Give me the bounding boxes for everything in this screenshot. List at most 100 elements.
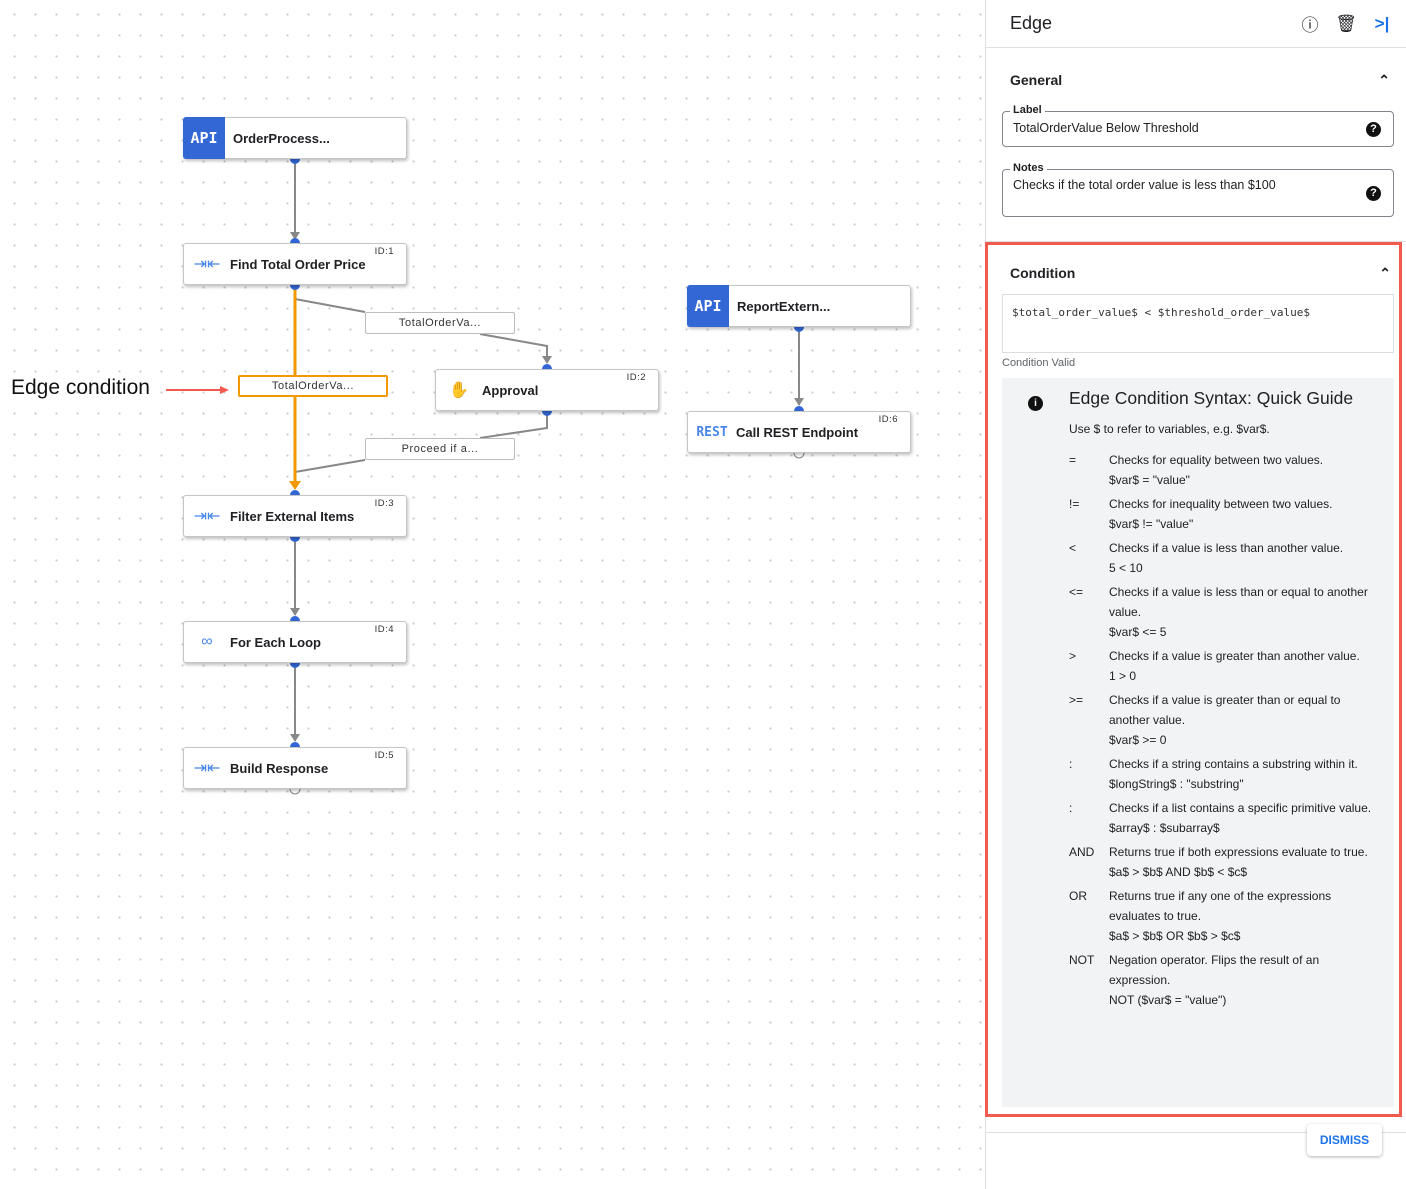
notes-value[interactable]: Checks if the total order value is less …: [1013, 178, 1276, 192]
operator: <=: [1069, 585, 1084, 599]
merge-arrows-icon: ⇥⇤: [193, 760, 221, 777]
operator-description: Checks if a value is less than another v…: [1109, 541, 1344, 555]
guide-row: > Checks if a value is greater than anot…: [1002, 646, 1394, 686]
operator: OR: [1069, 889, 1087, 903]
guide-title: Edge Condition Syntax: Quick Guide: [1069, 388, 1354, 408]
edge-label[interactable]: TotalOrderVa...: [365, 312, 515, 334]
operator: NOT: [1069, 953, 1095, 967]
help-circle-icon[interactable]: ?: [1366, 122, 1381, 137]
node-title: Filter External Items: [230, 508, 355, 524]
edge-properties-panel: Edge ⓘ 🗑 >| General ⌃ Label TotalOrderVa…: [985, 0, 1406, 1189]
condition-input[interactable]: $total_order_value$ < $threshold_order_v…: [1002, 294, 1394, 353]
operator-description: Checks for equality between two values.: [1109, 453, 1324, 467]
quick-guide: i Edge Condition Syntax: Quick Guide Use…: [1002, 378, 1394, 1107]
guide-row: OR Returns true if any one of the expres…: [1002, 886, 1394, 946]
operator: >=: [1069, 693, 1084, 707]
operator-example: 5 < 10: [1109, 561, 1143, 575]
node-approval[interactable]: ✋ Approval ID:2: [435, 369, 659, 411]
edge-label[interactable]: Proceed if a...: [365, 438, 515, 460]
node-title: For Each Loop: [230, 634, 321, 650]
operator-description: Checks for inequality between two values…: [1109, 497, 1333, 511]
node-order-process[interactable]: API OrderProcess...: [183, 117, 407, 159]
node-id: ID:1: [374, 246, 394, 257]
panel-header: Edge ⓘ 🗑 >|: [986, 0, 1406, 48]
api-icon: API: [687, 285, 729, 327]
guide-row: != Checks for inequality between two val…: [1002, 494, 1394, 534]
node-id: ID:6: [878, 414, 898, 425]
node-call-rest-endpoint[interactable]: REST Call REST Endpoint ID:6: [687, 411, 911, 453]
chevron-up-icon[interactable]: ⌃: [1379, 265, 1391, 281]
node-for-each-loop[interactable]: ∞ For Each Loop ID:4: [183, 621, 407, 663]
operator: =: [1069, 453, 1077, 467]
guide-row: >= Checks if a value is greater than or …: [1002, 690, 1394, 750]
node-title: Find Total Order Price: [230, 256, 366, 272]
general-section-header[interactable]: General ⌃: [986, 72, 1406, 89]
api-icon: API: [183, 117, 225, 159]
node-find-total-order-price[interactable]: ⇥⇤ Find Total Order Price ID:1: [183, 243, 407, 285]
edge-approval-filter: [294, 411, 548, 473]
operator: !=: [1069, 497, 1080, 511]
edge-label-selected[interactable]: TotalOrderVa...: [238, 375, 388, 397]
node-id: ID:4: [374, 624, 394, 635]
hand-icon: ✋: [449, 382, 469, 399]
node-report-extern[interactable]: API ReportExtern...: [687, 285, 911, 327]
node-title: Approval: [482, 382, 539, 398]
node-build-response[interactable]: ⇥⇤ Build Response ID:5: [183, 747, 407, 789]
label-value[interactable]: TotalOrderValue Below Threshold: [1013, 121, 1199, 135]
collapse-panel-icon[interactable]: >|: [1374, 13, 1390, 33]
guide-subtitle: Use $ to refer to variables, e.g. $var$.: [1069, 422, 1270, 436]
operator-example: $longString$ : "substring": [1109, 777, 1244, 791]
delete-icon[interactable]: 🗑: [1335, 13, 1357, 33]
flow-canvas[interactable]: API OrderProcess... ⇥⇤ Find Total Order …: [0, 0, 985, 1189]
node-title: OrderProcess...: [233, 130, 330, 146]
rest-icon: REST: [696, 424, 728, 440]
label-legend: Label: [1010, 104, 1045, 116]
node-title: ReportExtern...: [737, 298, 831, 314]
node-filter-external-items[interactable]: ⇥⇤ Filter External Items ID:3: [183, 495, 407, 537]
operator-example: $var$ <= 5: [1109, 625, 1167, 639]
info-icon: i: [1028, 396, 1043, 411]
operator: >: [1069, 649, 1077, 663]
general-title: General: [1010, 72, 1063, 88]
node-id: ID:2: [626, 372, 646, 383]
dismiss-button[interactable]: DISMISS: [1307, 1124, 1382, 1156]
operator-description: Checks if a value is less than or equal …: [1109, 585, 1368, 619]
operator: AND: [1069, 845, 1095, 859]
operator-description: Checks if a list contains a specific pri…: [1109, 801, 1372, 815]
condition-title: Condition: [1010, 265, 1076, 281]
guide-row: <= Checks if a value is less than or equ…: [1002, 582, 1394, 642]
panel-title: Edge: [1010, 13, 1053, 33]
node-title: Build Response: [230, 760, 329, 776]
operator-example: $array$ : $subarray$: [1109, 821, 1220, 835]
operator-description: Checks if a value is greater than anothe…: [1109, 649, 1360, 663]
chevron-up-icon[interactable]: ⌃: [1378, 72, 1390, 88]
operator-example: $var$ = "value": [1109, 473, 1190, 487]
node-id: ID:5: [374, 750, 394, 761]
operator-example: $a$ > $b$ AND $b$ < $c$: [1109, 865, 1248, 879]
annotation-edge-condition: Edge condition: [11, 376, 150, 399]
guide-row: AND Returns true if both expressions eva…: [1002, 842, 1394, 882]
merge-arrows-icon: ⇥⇤: [193, 256, 221, 273]
infinity-loop-icon: ∞: [201, 633, 213, 650]
operator: :: [1069, 757, 1073, 771]
operator-description: Negation operator. Flips the result of a…: [1109, 953, 1320, 987]
help-icon[interactable]: ⓘ: [1301, 16, 1319, 35]
notes-legend: Notes: [1010, 162, 1047, 174]
condition-section-header[interactable]: Condition ⌃: [986, 265, 1406, 282]
operator-example: 1 > 0: [1109, 669, 1137, 683]
node-title: Call REST Endpoint: [736, 424, 859, 440]
operator-description: Checks if a value is greater than or equ…: [1109, 693, 1341, 727]
operator-example: NOT ($var$ = "value"): [1109, 993, 1227, 1007]
operator-description: Returns true if both expressions evaluat…: [1109, 845, 1368, 859]
merge-arrows-icon: ⇥⇤: [193, 508, 221, 525]
operator: <: [1069, 541, 1077, 555]
operator-example: $var$ >= 0: [1109, 733, 1167, 747]
operator-description: Returns true if any one of the expressio…: [1109, 889, 1332, 923]
operator-example: $a$ > $b$ OR $b$ > $c$: [1109, 929, 1241, 943]
notes-field[interactable]: Notes Checks if the total order value is…: [1002, 162, 1394, 217]
guide-row: < Checks if a value is less than another…: [1002, 538, 1394, 578]
label-field[interactable]: Label TotalOrderValue Below Threshold ?: [1002, 104, 1394, 147]
node-id: ID:3: [374, 498, 394, 509]
help-circle-icon[interactable]: ?: [1366, 186, 1381, 201]
operator-description: Checks if a string contains a substring …: [1109, 757, 1358, 771]
